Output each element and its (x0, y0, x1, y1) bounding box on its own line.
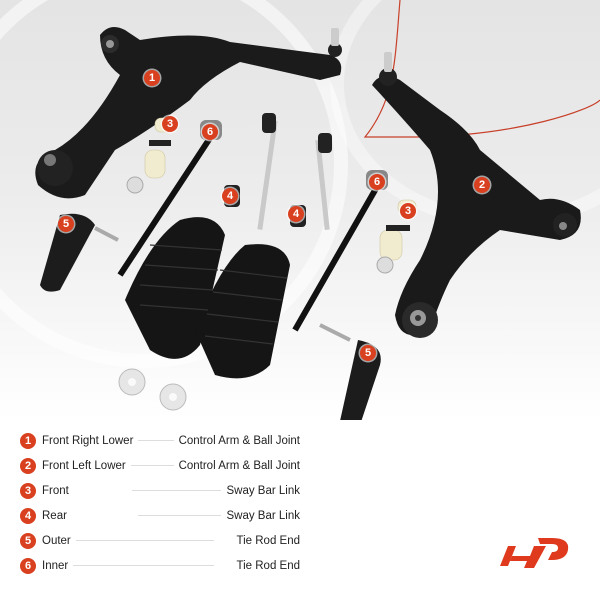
legend-value: Tie Rod End (233, 534, 300, 547)
legend-row: 3 Front Sway Bar Link (20, 478, 300, 503)
legend-value: Tie Rod End (233, 559, 300, 572)
legend-label: Front Left Lower (42, 459, 129, 472)
leader-line (75, 540, 214, 541)
legend-number-badge: 2 (20, 457, 36, 474)
callout-badge: 6 (202, 124, 218, 140)
legend-label: Outer (42, 534, 74, 547)
legend-number-badge: 5 (20, 532, 36, 549)
callout-badge: 6 (369, 174, 385, 190)
callout-badge: 3 (162, 116, 178, 132)
legend-value: Control Arm & Ball Joint (175, 459, 300, 472)
legend-label: Front Right Lower (42, 434, 137, 447)
leader-line (130, 465, 174, 466)
callout-badge: 4 (222, 188, 238, 204)
legend-value: Sway Bar Link (223, 509, 300, 522)
legend-number-badge: 4 (20, 507, 36, 524)
legend-label: Inner (42, 559, 72, 572)
callout-badge: 4 (288, 206, 304, 222)
legend-row: 4 Rear Sway Bar Link (20, 503, 300, 528)
legend-number-badge: 6 (20, 557, 36, 574)
callout-badge: 1 (144, 70, 160, 86)
legend-value: Control Arm & Ball Joint (175, 434, 300, 447)
legend-value: Sway Bar Link (223, 484, 300, 497)
legend-label: Rear (42, 509, 70, 522)
legend-number-badge: 1 (20, 432, 36, 449)
legend-row: 5 Outer Tie Rod End (20, 528, 300, 553)
parts-illustration (35, 0, 600, 420)
leader-line (137, 515, 222, 516)
legend-label: Front (42, 484, 72, 497)
legend-row: 2 Front Left Lower Control Arm & Ball Jo… (20, 453, 300, 478)
callout-badge: 2 (474, 177, 490, 193)
callout-badge: 5 (360, 345, 376, 361)
legend-number-badge: 3 (20, 482, 36, 499)
legend-row: 1 Front Right Lower Control Arm & Ball J… (20, 428, 300, 453)
callout-badge: 3 (400, 203, 416, 219)
leader-line (73, 565, 214, 566)
brand-logo-icon (500, 538, 569, 568)
leader-line (138, 440, 174, 441)
leader-line (131, 490, 222, 491)
parts-legend: 1 Front Right Lower Control Arm & Ball J… (20, 428, 300, 578)
legend-row: 6 Inner Tie Rod End (20, 553, 300, 578)
callout-badge: 5 (58, 216, 74, 232)
product-photo: 1 2 3 3 4 4 5 5 6 6 (0, 0, 600, 420)
